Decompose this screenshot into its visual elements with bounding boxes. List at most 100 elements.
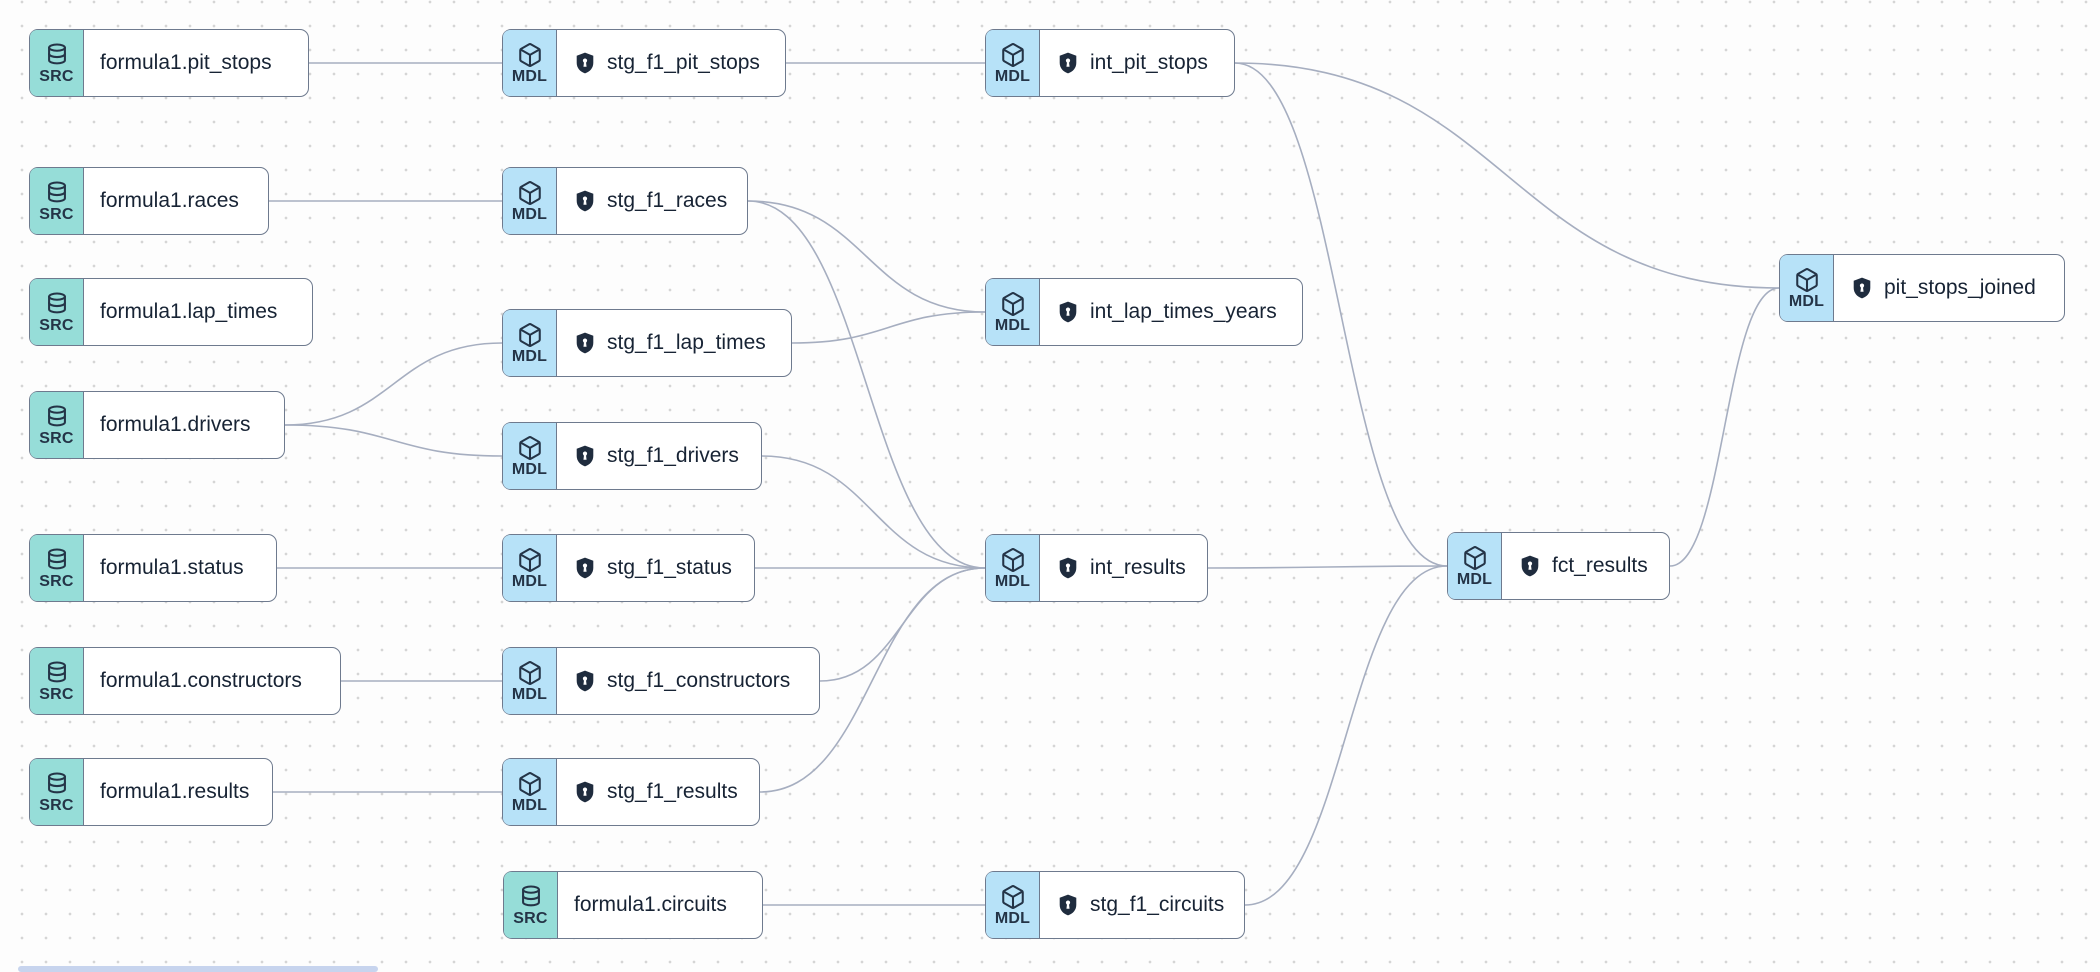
- shield-lock-icon: [573, 556, 597, 580]
- node-type-badge: SRC: [30, 759, 84, 825]
- node-label-cell: formula1.drivers: [84, 392, 269, 458]
- int-lap-times-years-node[interactable]: MDL int_lap_times_years: [985, 278, 1303, 346]
- node-label: stg_f1_races: [607, 189, 728, 212]
- node-label: formula1.races: [100, 189, 239, 212]
- node-type-badge: MDL: [503, 423, 557, 489]
- edge-int-pit-stops-to-pit-stops-joined: [1234, 62, 1780, 289]
- badge-label: MDL: [511, 685, 548, 703]
- src-drivers-node[interactable]: SRC formula1.drivers: [29, 391, 285, 459]
- node-label-cell: stg_f1_drivers: [557, 423, 757, 489]
- stg-f1-constructors-node[interactable]: MDL stg_f1_constructors: [502, 647, 820, 715]
- node-label: formula1.lap_times: [100, 300, 278, 323]
- node-type-badge: MDL: [503, 759, 557, 825]
- edge-stg-f1-constructors-to-int-results: [819, 567, 986, 682]
- node-type-badge: SRC: [30, 535, 84, 601]
- node-type-badge: SRC: [30, 648, 84, 714]
- node-type-badge: MDL: [503, 30, 557, 96]
- node-label: formula1.constructors: [100, 669, 302, 692]
- node-label-cell: stg_f1_lap_times: [557, 310, 784, 376]
- edge-src-drivers-to-stg-f1-lap-times: [284, 342, 503, 426]
- node-label-cell: fct_results: [1502, 533, 1666, 599]
- src-circuits-node[interactable]: SRC formula1.circuits: [503, 871, 763, 939]
- node-label-cell: formula1.circuits: [558, 872, 745, 938]
- fct-results-node[interactable]: MDL fct_results: [1447, 532, 1670, 600]
- node-label: fct_results: [1552, 554, 1648, 577]
- badge-label: SRC: [513, 909, 548, 927]
- node-label-cell: formula1.constructors: [84, 648, 320, 714]
- shield-lock-icon: [573, 780, 597, 804]
- shield-lock-icon: [573, 669, 597, 693]
- src-lap-times-node[interactable]: SRC formula1.lap_times: [29, 278, 313, 346]
- horizontal-scrollbar-thumb[interactable]: [18, 966, 378, 972]
- package-icon: [1000, 547, 1026, 573]
- node-label: int_results: [1090, 556, 1186, 579]
- src-races-node[interactable]: SRC formula1.races: [29, 167, 269, 235]
- badge-label: MDL: [994, 67, 1031, 85]
- node-label-cell: int_results: [1040, 535, 1204, 601]
- src-status-node[interactable]: SRC formula1.status: [29, 534, 277, 602]
- database-icon: [44, 404, 70, 430]
- badge-label: MDL: [511, 460, 548, 478]
- shield-lock-icon: [1056, 300, 1080, 324]
- shield-lock-icon: [1518, 554, 1542, 578]
- edge-stg-f1-races-to-int-lap-times-years: [747, 200, 986, 313]
- stg-f1-circuits-node[interactable]: MDL stg_f1_circuits: [985, 871, 1245, 939]
- stg-f1-results-node[interactable]: MDL stg_f1_results: [502, 758, 760, 826]
- pit-stops-joined-node[interactable]: MDL pit_stops_joined: [1779, 254, 2065, 322]
- node-label: formula1.circuits: [574, 893, 727, 916]
- badge-label: MDL: [511, 67, 548, 85]
- node-type-badge: MDL: [986, 872, 1040, 938]
- node-type-badge: MDL: [1780, 255, 1834, 321]
- node-label-cell: formula1.races: [84, 168, 257, 234]
- node-type-badge: MDL: [503, 648, 557, 714]
- badge-label: SRC: [39, 205, 74, 223]
- src-results-node[interactable]: SRC formula1.results: [29, 758, 273, 826]
- node-type-badge: SRC: [504, 872, 558, 938]
- badge-label: SRC: [39, 796, 74, 814]
- src-constructors-node[interactable]: SRC formula1.constructors: [29, 647, 341, 715]
- stg-f1-races-node[interactable]: MDL stg_f1_races: [502, 167, 748, 235]
- shield-lock-icon: [1056, 893, 1080, 917]
- node-type-badge: SRC: [30, 392, 84, 458]
- node-label: stg_f1_results: [607, 780, 738, 803]
- database-icon: [44, 42, 70, 68]
- edge-fct-results-to-pit-stops-joined: [1669, 287, 1780, 567]
- database-icon: [44, 547, 70, 573]
- node-label: stg_f1_status: [607, 556, 732, 579]
- node-type-badge: MDL: [503, 168, 557, 234]
- package-icon: [1000, 42, 1026, 68]
- stg-f1-status-node[interactable]: MDL stg_f1_status: [502, 534, 755, 602]
- stg-f1-pit-stops-node[interactable]: MDL stg_f1_pit_stops: [502, 29, 786, 97]
- node-type-badge: SRC: [30, 279, 84, 345]
- edge-stg-f1-races-to-int-results: [747, 200, 986, 569]
- node-label: formula1.drivers: [100, 413, 251, 436]
- database-icon: [44, 771, 70, 797]
- node-label-cell: stg_f1_results: [557, 759, 756, 825]
- node-label: int_pit_stops: [1090, 51, 1208, 74]
- edge-stg-f1-lap-times-to-int-lap-times-years: [791, 311, 986, 344]
- badge-label: MDL: [511, 347, 548, 365]
- stg-f1-lap-times-node[interactable]: MDL stg_f1_lap_times: [502, 309, 792, 377]
- node-label: stg_f1_drivers: [607, 444, 739, 467]
- node-label-cell: stg_f1_constructors: [557, 648, 808, 714]
- badge-label: SRC: [39, 429, 74, 447]
- badge-label: MDL: [1456, 570, 1493, 588]
- package-icon: [517, 180, 543, 206]
- badge-label: SRC: [39, 67, 74, 85]
- int-results-node[interactable]: MDL int_results: [985, 534, 1208, 602]
- badge-label: SRC: [39, 316, 74, 334]
- package-icon: [517, 771, 543, 797]
- node-label-cell: formula1.pit_stops: [84, 30, 290, 96]
- src-pit-stops-node[interactable]: SRC formula1.pit_stops: [29, 29, 309, 97]
- node-label-cell: int_pit_stops: [1040, 30, 1226, 96]
- node-type-badge: MDL: [986, 30, 1040, 96]
- node-type-badge: MDL: [1448, 533, 1502, 599]
- badge-label: SRC: [39, 572, 74, 590]
- int-pit-stops-node[interactable]: MDL int_pit_stops: [985, 29, 1235, 97]
- stg-f1-drivers-node[interactable]: MDL stg_f1_drivers: [502, 422, 762, 490]
- node-label-cell: pit_stops_joined: [1834, 255, 2054, 321]
- badge-label: MDL: [994, 316, 1031, 334]
- database-icon: [44, 291, 70, 317]
